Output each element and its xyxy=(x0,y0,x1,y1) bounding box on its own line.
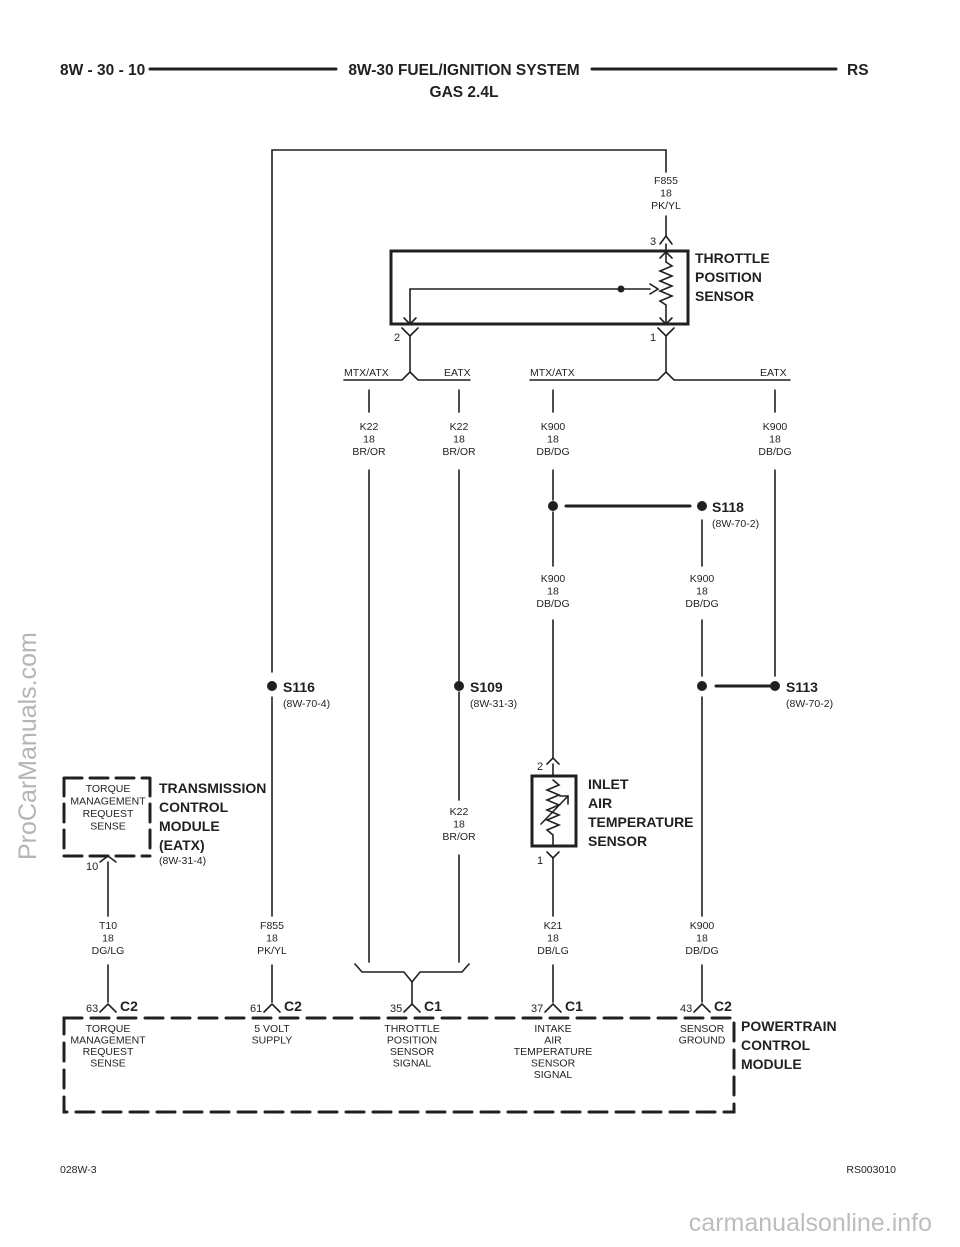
watermark-bottom: carmanualsonline.info xyxy=(688,1209,932,1237)
splice-s116-dot xyxy=(267,681,277,691)
tcm-pin-number: 10 xyxy=(86,861,98,873)
tps-wiper-dot xyxy=(617,285,625,293)
splice-s116-label: S116 xyxy=(283,679,315,695)
iat-variable-arrow xyxy=(540,795,569,825)
splice-s109-ref: (8W-31-3) xyxy=(470,698,517,710)
splice-s109-label: S109 xyxy=(470,679,503,695)
splice-s118-left-dot xyxy=(548,501,558,511)
splice-s109-dot xyxy=(454,681,464,691)
footer-drawing-id: RS003010 xyxy=(846,1164,896,1176)
tps-pin2-number: 2 xyxy=(394,332,400,344)
header-model: RS xyxy=(847,62,869,79)
tps-pin2-connector xyxy=(401,327,419,338)
watermark-side: ProCarManuals.com xyxy=(14,632,42,860)
option-eatx-1: EATX xyxy=(444,367,471,379)
option-split-k22 xyxy=(343,370,471,381)
pcm-pin-number-61: 61 xyxy=(250,1003,262,1015)
option-mtx-atx-2: MTX/ATX xyxy=(530,367,575,379)
pcm-pin-35 xyxy=(403,1002,421,1013)
header-title: 8W-30 FUEL/IGNITION SYSTEM xyxy=(348,62,579,79)
pcm-pin-number-63: 63 xyxy=(86,1003,98,1015)
splice-s113-label: S113 xyxy=(786,679,818,695)
option-eatx-2: EATX xyxy=(760,367,787,379)
option-mtx-atx-1: MTX/ATX xyxy=(344,367,389,379)
splice-s116-ref: (8W-70-4) xyxy=(283,698,330,710)
splice-s113-ref: (8W-70-2) xyxy=(786,698,833,710)
pcm-pin-number-35: 35 xyxy=(390,1003,402,1015)
splice-s118-label: S118 xyxy=(712,499,744,515)
pcm-pin-37 xyxy=(544,1002,562,1013)
iat-pin2-connector xyxy=(546,756,560,765)
header-subtitle: GAS 2.4L xyxy=(430,84,499,101)
header-section-number: 8W - 30 - 10 xyxy=(60,62,145,79)
tps-resistor xyxy=(657,261,675,306)
pcm-connector-43: C2 xyxy=(714,998,732,1014)
splice-s118-dot xyxy=(697,501,707,511)
footer-figure-id: 028W-3 xyxy=(60,1164,97,1176)
tcm-ref: (8W-31-4) xyxy=(159,855,206,867)
tcm-pin10-connector xyxy=(99,855,117,863)
pcm-connector-63: C2 xyxy=(120,998,138,1014)
tps-pin1-connector xyxy=(657,327,675,338)
tps-wiper-line xyxy=(409,288,651,325)
pcm-pin-43 xyxy=(693,1002,711,1013)
tps-arrow-bottom xyxy=(659,317,673,326)
option-merge-k22 xyxy=(354,963,470,984)
tps-arrow-top xyxy=(659,250,673,259)
wire-f855-loop xyxy=(271,149,667,673)
tps-housing xyxy=(389,249,690,326)
splice-s118-ref: (8W-70-2) xyxy=(712,518,759,530)
pcm-pin-61 xyxy=(263,1002,281,1013)
splice-s113-dot xyxy=(770,681,780,691)
option-split-k900 xyxy=(529,370,791,381)
iat-pin2-number: 2 xyxy=(537,761,543,773)
iat-housing xyxy=(530,774,578,848)
pcm-pin-number-37: 37 xyxy=(531,1003,543,1015)
splice-s113-left-dot xyxy=(697,681,707,691)
tps-pin1-number: 1 xyxy=(650,332,656,344)
iat-pin1-number: 1 xyxy=(537,855,543,867)
pcm-housing xyxy=(62,1016,736,1114)
pcm-pin-63 xyxy=(99,1002,117,1013)
iat-thermistor xyxy=(544,779,562,845)
pcm-connector-61: C2 xyxy=(284,998,302,1014)
iat-pin1-connector xyxy=(546,851,560,860)
tcm-housing xyxy=(62,776,152,858)
tps-pin3-connector xyxy=(659,234,673,245)
tps-pin3-number: 3 xyxy=(650,236,656,248)
pcm-connector-35: C1 xyxy=(424,998,442,1014)
pcm-connector-37: C1 xyxy=(565,998,583,1014)
pcm-pin-number-43: 43 xyxy=(680,1003,692,1015)
